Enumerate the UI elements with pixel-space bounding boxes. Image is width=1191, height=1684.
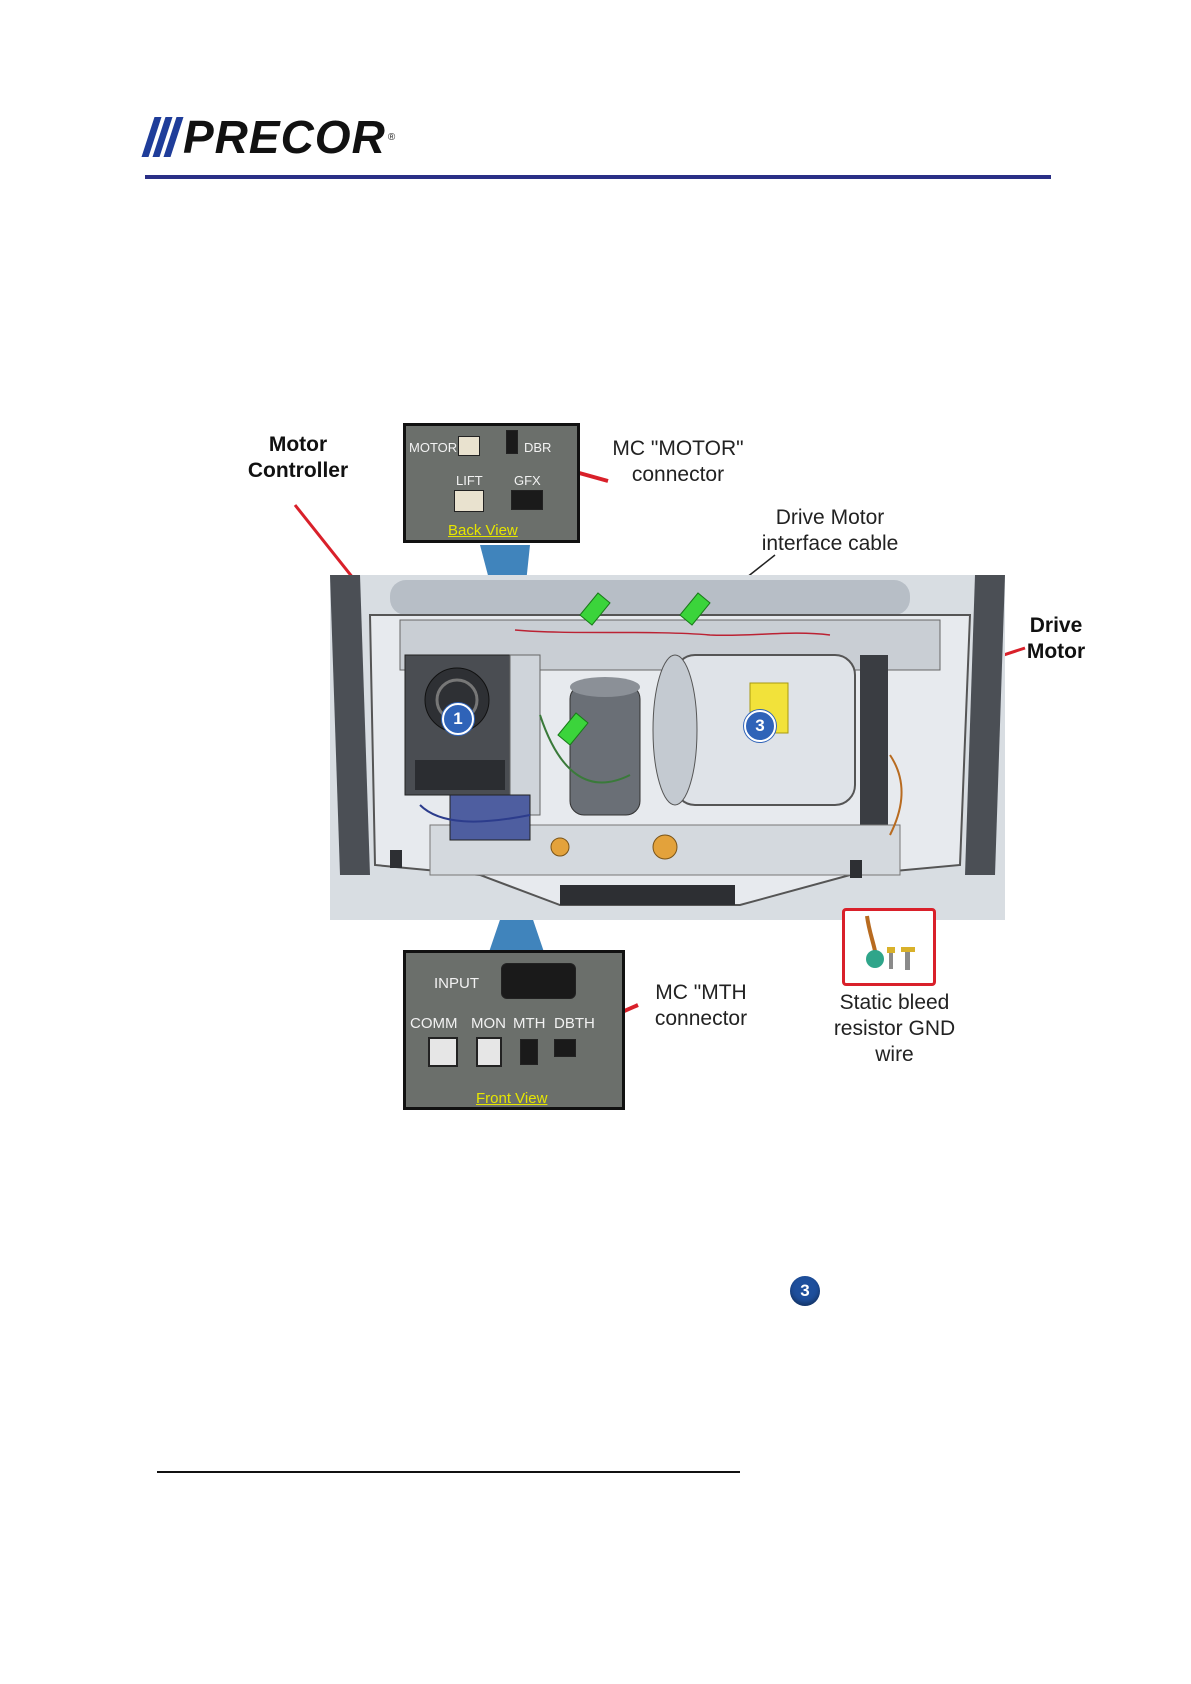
mon-port-icon bbox=[476, 1037, 502, 1067]
back-motor-label: MOTOR bbox=[409, 440, 457, 455]
gnd-wire-icon bbox=[845, 911, 933, 983]
front-view-inset: INPUT COMM MON MTH DBTH Front View bbox=[403, 950, 625, 1110]
dbr-connector-icon bbox=[506, 430, 518, 454]
back-view-inset: MOTOR DBR LIFT GFX Back View bbox=[403, 423, 580, 543]
label-drive-motor-cable: Drive Motor interface cable bbox=[740, 505, 920, 557]
dbth-connector-icon bbox=[554, 1039, 576, 1057]
front-input-label: INPUT bbox=[434, 975, 479, 992]
badge-1: 1 bbox=[442, 703, 474, 735]
front-comm-label: COMM bbox=[410, 1015, 458, 1032]
lift-connector-icon bbox=[454, 490, 484, 512]
label-mc-mth-connector: MC "MTH connector bbox=[636, 980, 766, 1032]
back-dbr-label: DBR bbox=[524, 440, 551, 455]
gfx-connector-icon bbox=[511, 490, 543, 510]
label-mc-motor-connector: MC "MOTOR" connector bbox=[598, 436, 758, 488]
mth-connector-icon bbox=[520, 1039, 538, 1065]
back-gfx-label: GFX bbox=[514, 473, 541, 488]
back-lift-label: LIFT bbox=[456, 473, 483, 488]
reference-badge-3: 3 bbox=[790, 1276, 820, 1306]
badge-3: 3 bbox=[744, 710, 776, 742]
label-static-bleed: Static bleed resistor GND wire bbox=[812, 990, 977, 1068]
input-connector-icon bbox=[501, 963, 576, 999]
front-view-caption: Front View bbox=[476, 1090, 547, 1107]
back-view-caption: Back View bbox=[448, 522, 518, 539]
front-dbth-label: DBTH bbox=[554, 1015, 595, 1032]
motor-connector-icon bbox=[458, 436, 480, 456]
front-mth-label: MTH bbox=[513, 1015, 546, 1032]
gnd-wire-inset bbox=[842, 908, 936, 986]
front-mon-label: MON bbox=[471, 1015, 506, 1032]
label-motor-controller: Motor Controller bbox=[228, 432, 368, 484]
comm-port-icon bbox=[428, 1037, 458, 1067]
label-drive-motor: Drive Motor bbox=[1016, 613, 1096, 665]
treadmill-motor-bay-illustration bbox=[330, 575, 1005, 920]
footnote-rule bbox=[157, 1471, 740, 1473]
